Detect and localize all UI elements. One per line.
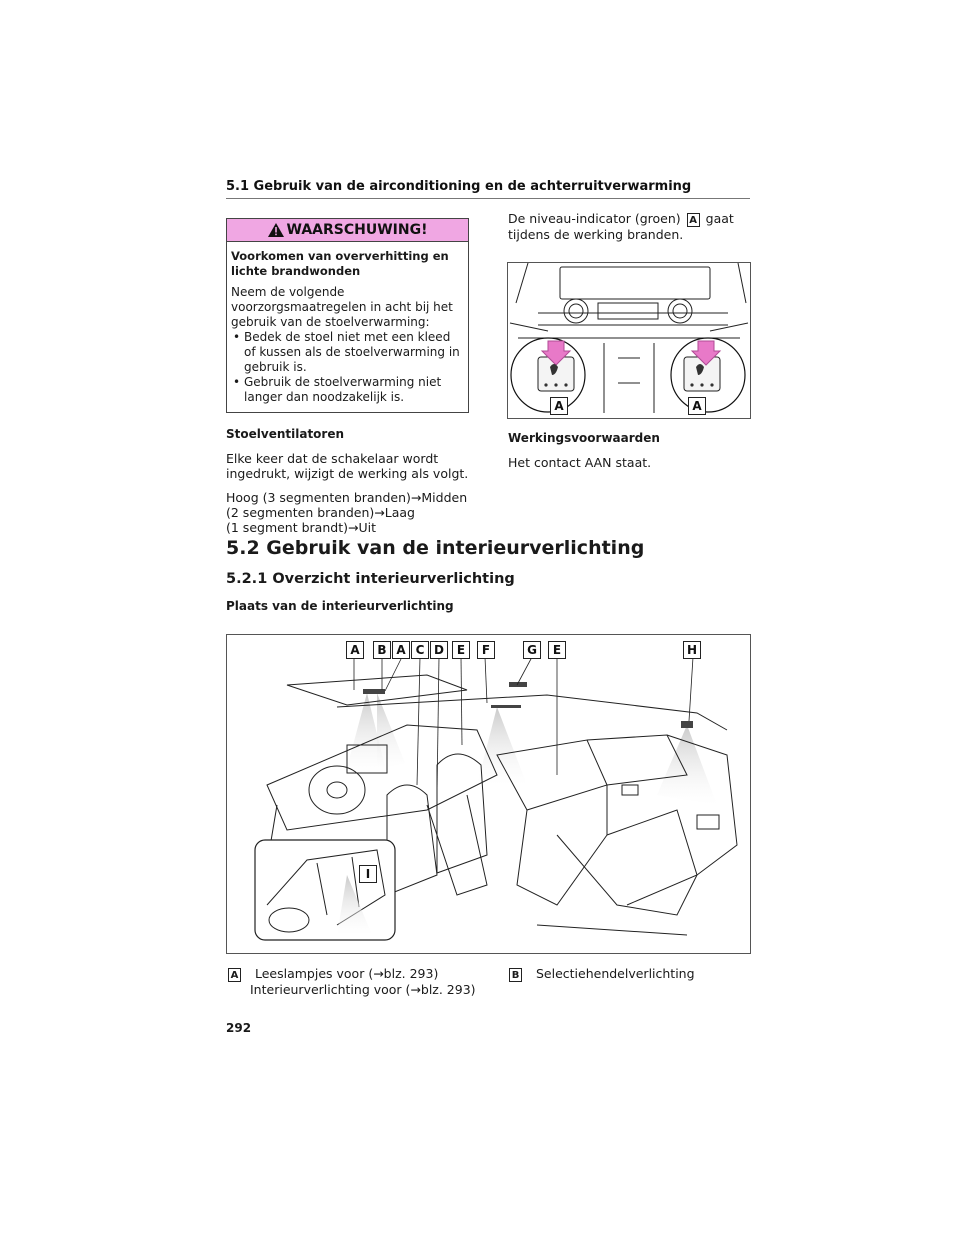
seat-switch-figure: A A bbox=[507, 262, 751, 419]
warning-subtitle: Voorkomen van oververhitting en lichte b… bbox=[231, 249, 449, 278]
figure-label-a-left: A bbox=[550, 397, 568, 415]
header-divider bbox=[226, 198, 750, 199]
interior-label-d: D bbox=[430, 641, 448, 659]
warning-header: WAARSCHUWING! bbox=[227, 219, 468, 242]
legend-key: A bbox=[228, 967, 241, 982]
interior-label-f: F bbox=[477, 641, 495, 659]
inset-label-i: I bbox=[359, 865, 377, 883]
section-heading: 5.2 Gebruik van de interieurverlichting bbox=[226, 537, 645, 559]
ventilation-text: Elke keer dat de schakelaar wordt ingedr… bbox=[226, 451, 469, 481]
indicator-label: A bbox=[686, 212, 700, 227]
figure-label-a-right: A bbox=[688, 397, 706, 415]
warning-intro: Neem de volgende voorzorgsmaatregelen in… bbox=[231, 285, 453, 329]
interior-label-h: H bbox=[683, 641, 701, 659]
interior-label-g: G bbox=[523, 641, 541, 659]
console-illustration bbox=[509, 263, 749, 413]
legend-text-line2: Interieurverlichting voor (→blz. 293) bbox=[250, 981, 476, 997]
figure-heading: Plaats van de interieurverlichting bbox=[226, 599, 454, 613]
legend-item-b: B Selectiehendelverlichting bbox=[507, 966, 751, 982]
ventilation-sequence: Hoog (3 segmenten branden)→Midden (2 seg… bbox=[226, 490, 486, 535]
conditions-heading: Werkingsvoorwaarden bbox=[508, 431, 660, 445]
page-number: 292 bbox=[226, 1021, 252, 1035]
car-interior-illustration bbox=[254, 656, 738, 941]
interior-label-c: C bbox=[411, 641, 429, 659]
warning-box: WAARSCHUWING! Voorkomen van oververhitti… bbox=[226, 218, 469, 413]
subsection-heading: 5.2.1 Overzicht interieurverlichting bbox=[226, 571, 515, 587]
interior-label-a: A bbox=[392, 641, 410, 659]
interior-lighting-figure: A B A C D E F G E H I bbox=[226, 634, 751, 954]
interior-label-b: B bbox=[373, 641, 391, 659]
indicator-pre: De niveau-indicator (groen) bbox=[508, 211, 681, 226]
sequence-line: (2 segmenten branden)→Laag bbox=[226, 505, 415, 520]
sequence-line: Hoog (3 segmenten branden)→Midden bbox=[226, 490, 468, 505]
interior-label-a: A bbox=[346, 641, 364, 659]
legend-key: B bbox=[509, 967, 522, 982]
legend-item-a: A Leeslampjes voor (→blz. 293) Interieur… bbox=[226, 966, 488, 997]
section-header: 5.1 Gebruik van de airconditioning en de… bbox=[226, 179, 692, 194]
warning-title: WAARSCHUWING! bbox=[286, 222, 428, 238]
warning-bullet: Gebruik de stoelverwarming niet langer d… bbox=[231, 375, 465, 405]
conditions-text: Het contact AAN staat. bbox=[508, 455, 652, 470]
ventilation-heading: Stoelventilatoren bbox=[226, 427, 345, 441]
warning-body: Voorkomen van oververhitting en lichte b… bbox=[231, 249, 465, 405]
indicator-text: De niveau-indicator (groen) A gaat tijde… bbox=[508, 211, 758, 242]
warning-bullet: Bedek de stoel niet met een kleed of kus… bbox=[231, 330, 465, 375]
indicator-post: gaat bbox=[705, 211, 734, 226]
warning-icon bbox=[267, 223, 284, 237]
interior-label-e: E bbox=[548, 641, 566, 659]
indicator-line2: tijdens de werking branden. bbox=[508, 226, 684, 242]
legend-text-line1: Leeslampjes voor (→blz. 293) bbox=[254, 966, 439, 981]
interior-label-e: E bbox=[452, 641, 470, 659]
legend-text-line1: Selectiehendelverlichting bbox=[535, 966, 695, 981]
sequence-line: (1 segment brandt)→Uit bbox=[226, 520, 376, 535]
